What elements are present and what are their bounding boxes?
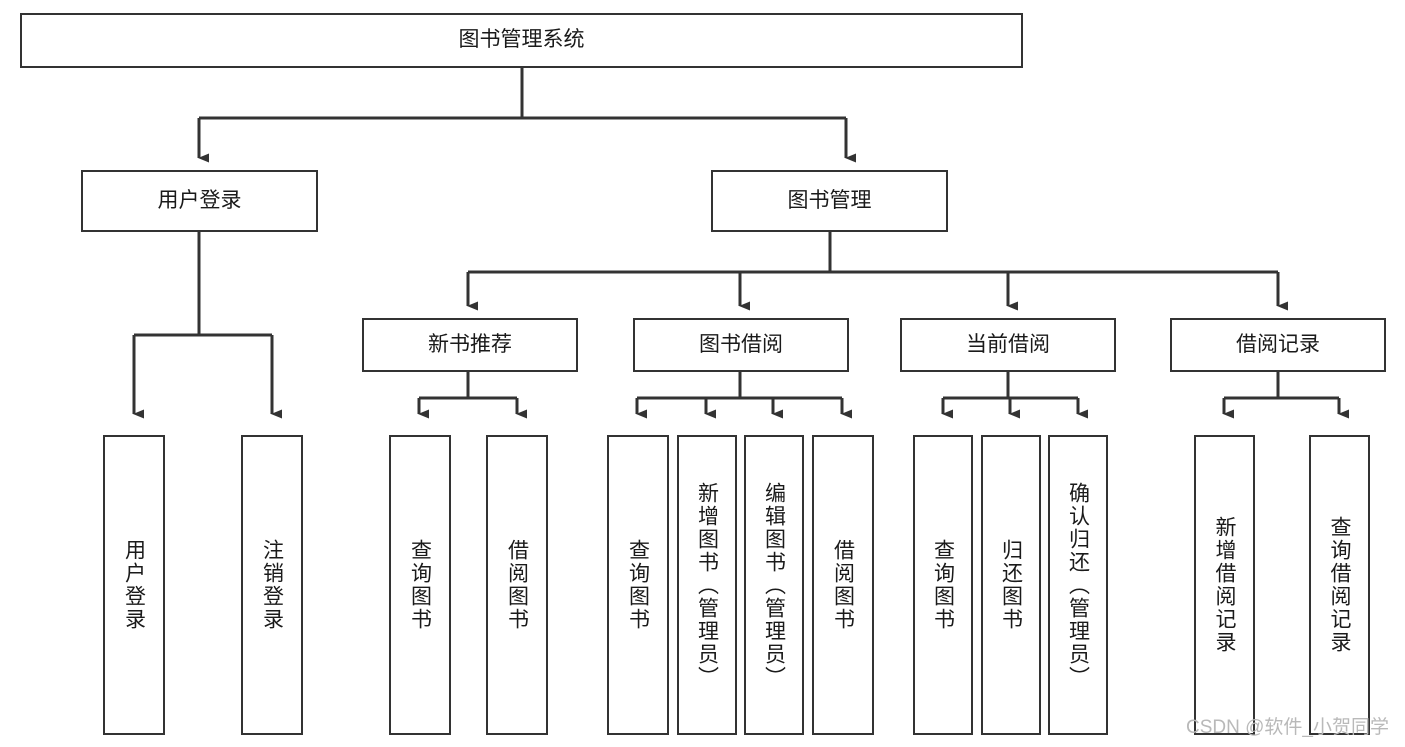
node-label: 查询借阅记录 (1328, 516, 1351, 654)
node-label: 用户登录 (122, 539, 146, 631)
leaf-user-login-logout[interactable]: 注销登录 (241, 435, 303, 735)
node-borrow-records[interactable]: 借阅记录 (1170, 318, 1386, 372)
node-label: 编辑图书（管理员） (762, 481, 786, 689)
node-label: 查询图书 (626, 539, 650, 631)
node-label: 新增图书（管理员） (695, 481, 719, 689)
leaf-newbook-query-book[interactable]: 查询图书 (389, 435, 451, 735)
node-label: 查询图书 (931, 539, 955, 631)
leaf-borrow-query-book[interactable]: 查询图书 (607, 435, 669, 735)
leaf-records-add-record[interactable]: 新增借阅记录 (1194, 435, 1255, 735)
leaf-borrow-borrow-book[interactable]: 借阅图书 (812, 435, 874, 735)
node-label: 注销登录 (260, 539, 284, 631)
node-label: 借阅图书 (505, 539, 529, 631)
node-label: 图书借阅 (699, 332, 783, 356)
node-user-login[interactable]: 用户登录 (81, 170, 318, 232)
node-label: 新增借阅记录 (1213, 516, 1236, 654)
node-label: 借阅图书 (831, 539, 855, 631)
node-label: 图书管理 (787, 188, 872, 212)
node-root-book-management-system[interactable]: 图书管理系统 (20, 13, 1023, 68)
node-book-management[interactable]: 图书管理 (711, 170, 948, 232)
leaf-user-login-login[interactable]: 用户登录 (103, 435, 165, 735)
leaf-current-confirm-return-admin[interactable]: 确认归还（管理员） (1048, 435, 1108, 735)
leaf-borrow-edit-book-admin[interactable]: 编辑图书（管理员） (744, 435, 804, 735)
leaf-records-query-record[interactable]: 查询借阅记录 (1309, 435, 1370, 735)
node-label: 查询图书 (408, 539, 432, 631)
node-label: 图书管理系统 (458, 28, 585, 52)
leaf-borrow-add-book-admin[interactable]: 新增图书（管理员） (677, 435, 737, 735)
node-current-borrow[interactable]: 当前借阅 (900, 318, 1116, 372)
node-new-book-recommend[interactable]: 新书推荐 (362, 318, 578, 372)
node-label: 确认归还（管理员） (1066, 481, 1090, 689)
leaf-newbook-borrow-book[interactable]: 借阅图书 (486, 435, 548, 735)
node-label: 新书推荐 (428, 332, 512, 356)
node-label: 借阅记录 (1236, 332, 1320, 356)
leaf-current-query-book[interactable]: 查询图书 (913, 435, 973, 735)
csdn-watermark: CSDN @软件_小贺同学 (1186, 717, 1389, 738)
node-label: 用户登录 (157, 188, 242, 212)
node-label: 归还图书 (999, 539, 1023, 631)
leaf-current-return-book[interactable]: 归还图书 (981, 435, 1041, 735)
node-label: 当前借阅 (966, 332, 1050, 356)
node-book-borrow[interactable]: 图书借阅 (633, 318, 849, 372)
